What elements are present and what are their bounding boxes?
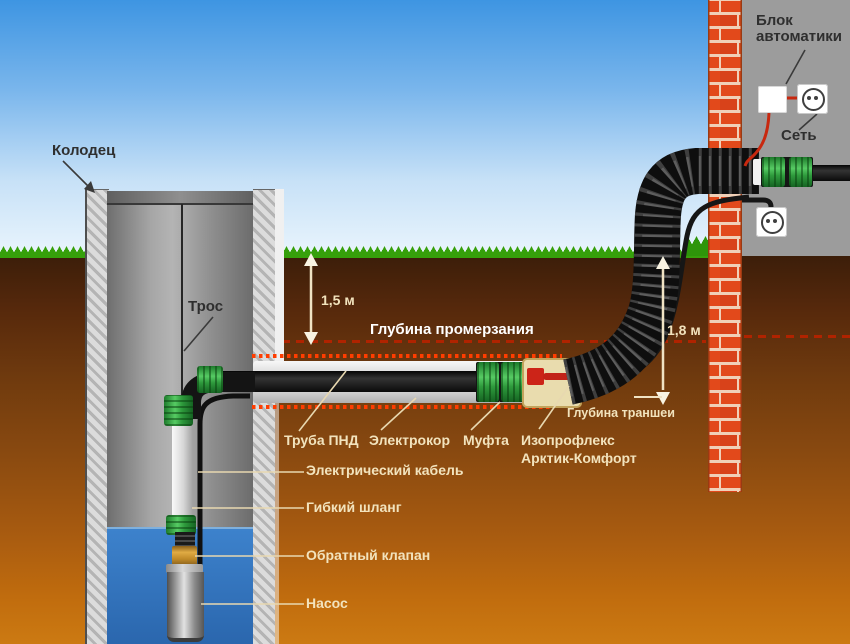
hdpe-pipe-label: Труба ПНД <box>284 432 359 448</box>
coupling-barrel-right <box>501 362 523 402</box>
socket-ring <box>802 88 825 111</box>
trench-depth-label: Глубина траншеи <box>567 406 675 420</box>
check-valve-body <box>172 546 197 567</box>
inner-red-pipe <box>543 373 577 380</box>
power-socket-icon <box>797 84 828 114</box>
freezing-depth-line-right <box>744 335 850 338</box>
well-rim <box>107 191 253 205</box>
socket-pin-left <box>807 96 811 100</box>
grass-left <box>0 246 85 258</box>
rope-label: Трос <box>188 298 224 315</box>
well-wall-left <box>85 189 109 644</box>
pump-body <box>167 572 204 642</box>
socket-pin-right <box>773 219 777 223</box>
house-coupling-left <box>762 157 785 187</box>
automation-unit-box <box>758 86 787 113</box>
well-wall-right <box>253 189 275 644</box>
corrugation-end-cap <box>753 159 762 185</box>
vertical-fitting-green <box>164 395 193 426</box>
elbow-fitting-green <box>197 366 223 393</box>
pump-label: Насос <box>306 595 348 611</box>
dimension-1-8m-label: 1,8 м <box>667 322 701 338</box>
dimension-1-5m-label: 1,5 м <box>321 292 355 308</box>
hdpe-pipe <box>216 371 502 392</box>
well-label: Колодец <box>52 142 116 159</box>
socket-pin-right <box>814 96 818 100</box>
inner-red-fitting <box>527 368 544 385</box>
well-outer-edge-lower <box>275 402 279 644</box>
freezing-depth-label: Глубина промерзания <box>370 321 534 338</box>
electric-cable-label: Электрический кабель <box>306 462 464 478</box>
izoproflex-label-line2: Арктик-Комфорт <box>521 450 637 466</box>
well-outer-edge <box>275 189 284 364</box>
izoproflex-label-line1: Изопрофлекс <box>521 432 615 448</box>
trench-bottom-dots <box>252 405 550 409</box>
hose-coupling-green <box>166 515 196 535</box>
grass-middle <box>283 246 710 258</box>
house-coupling-right <box>789 157 812 187</box>
valve-connector <box>175 532 195 547</box>
automation-unit-label: Блок автоматики <box>756 12 843 45</box>
trench-top-dots <box>252 354 562 358</box>
socket-ring <box>761 211 784 234</box>
electrocor-label: Электрокор <box>369 432 450 448</box>
coupling-barrel-left <box>477 362 499 402</box>
flexible-hose-label: Гибкий шланг <box>306 499 402 515</box>
freezing-depth-line <box>282 340 706 343</box>
power-socket-icon-lower <box>756 207 787 237</box>
flexible-hose <box>172 414 193 516</box>
pump-collar <box>166 564 203 573</box>
grass-tuft <box>683 236 711 256</box>
house-pipe <box>808 165 850 181</box>
coupling-label: Муфта <box>463 432 509 448</box>
socket-pin-left <box>766 219 770 223</box>
power-label: Сеть <box>781 127 817 144</box>
check-valve-label: Обратный клапан <box>306 547 431 563</box>
